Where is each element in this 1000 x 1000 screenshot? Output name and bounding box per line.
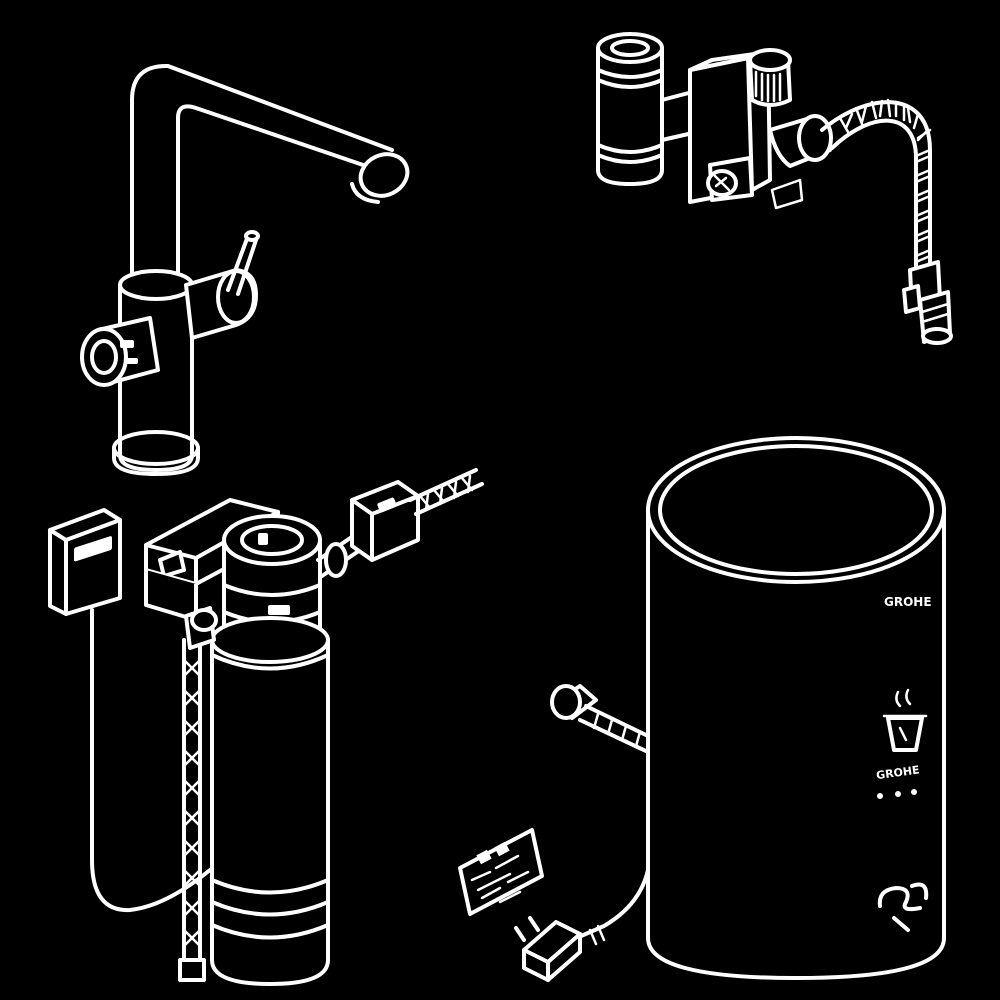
boiler-sticker-brand: GROHE [875, 763, 920, 782]
temperature-settings-icon [877, 789, 917, 799]
hot-cup-icon [882, 688, 928, 752]
water-filter-assembly [144, 468, 484, 986]
warning-label-card [458, 828, 544, 916]
power-plug [514, 916, 582, 982]
faucet [80, 63, 410, 476]
valve-assembly [596, 32, 953, 345]
remote-control-unit: GROHE [48, 508, 212, 913]
boiler-brand-label: GROHE [884, 595, 932, 609]
logo-icon [877, 882, 929, 932]
boiler-tank: GROHE GROHE [550, 436, 946, 980]
